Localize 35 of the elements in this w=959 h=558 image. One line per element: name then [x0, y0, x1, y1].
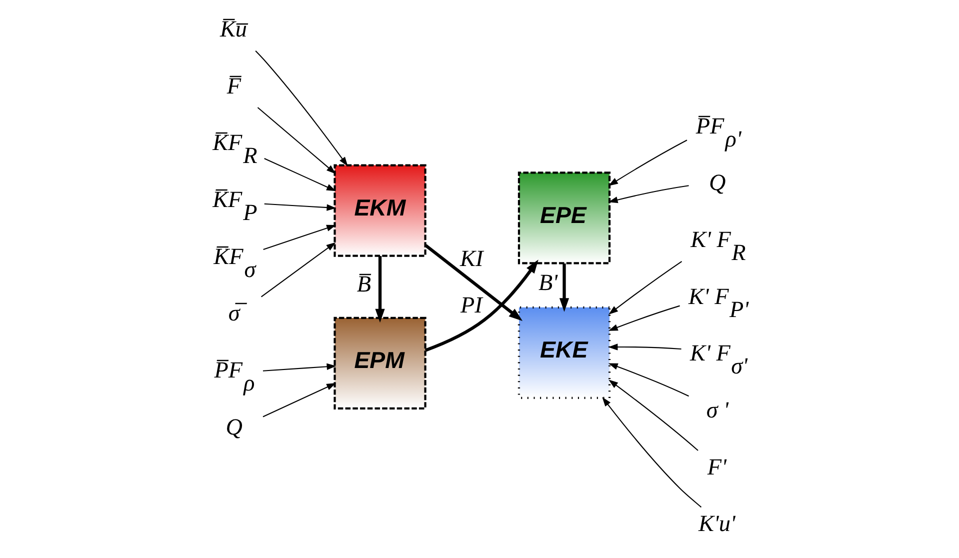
arrow — [264, 203, 336, 211]
arrow — [263, 224, 336, 250]
arrow — [257, 107, 336, 174]
edge-label: PI — [460, 292, 482, 318]
node-box: EKE — [518, 306, 611, 400]
node-text: F' — [707, 454, 727, 480]
edge-label: KI — [460, 246, 484, 272]
node-text: σ ' — [706, 398, 729, 424]
node-text: F̅ — [226, 73, 241, 100]
arrow — [559, 264, 570, 312]
node-box: EKM — [334, 164, 426, 257]
arrow — [375, 256, 385, 323]
edge-label: B' — [538, 270, 558, 296]
arrow — [262, 383, 336, 418]
arrow — [608, 363, 689, 397]
arrow — [608, 344, 682, 350]
node-text: Q — [708, 170, 726, 196]
node-box: EPE — [518, 172, 611, 264]
arrow — [608, 305, 680, 331]
arrow — [602, 396, 702, 508]
arrow — [424, 244, 523, 321]
arrow — [608, 260, 682, 315]
arrow — [262, 363, 336, 372]
arrow — [608, 140, 688, 186]
arrow — [608, 380, 698, 451]
node-text: K'u' — [698, 511, 736, 538]
arrow — [608, 185, 689, 204]
arrow — [424, 260, 538, 352]
node-text: K̅u̅ — [220, 16, 248, 42]
node-text: Q — [226, 414, 243, 440]
node-box: EPM — [334, 316, 426, 410]
arrow — [264, 158, 336, 192]
arrow — [260, 242, 336, 298]
edge-label: B̅ — [356, 272, 372, 298]
arrow — [255, 50, 348, 166]
